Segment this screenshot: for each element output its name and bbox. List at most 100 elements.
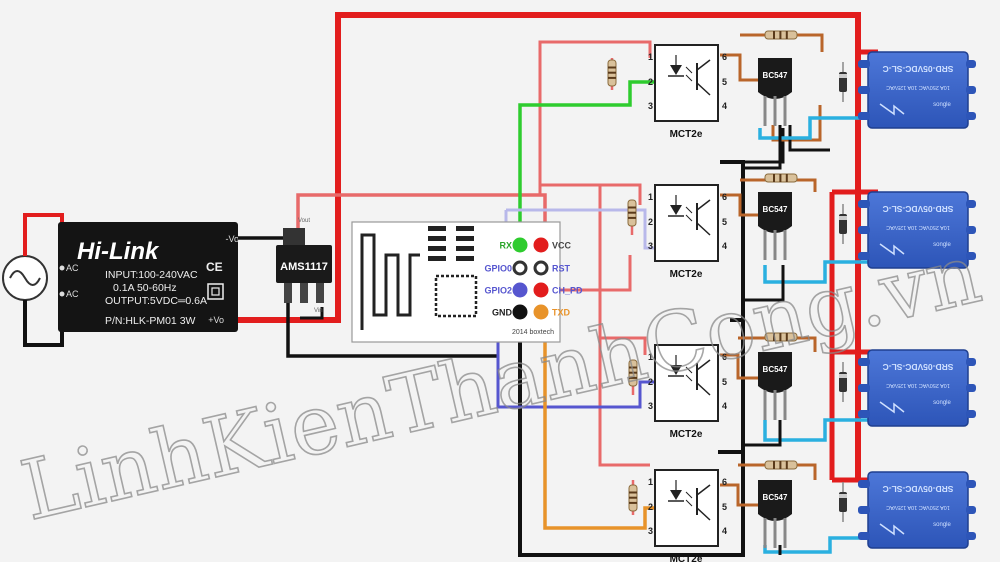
relay-rating: 10A 250VAC 10A 125VAC [886,504,950,510]
opto-pin-1: 1 [648,192,653,202]
esp-pin-txd [533,304,549,320]
opto-pin-5: 5 [722,77,727,87]
opto-pin-2: 2 [648,502,653,512]
esp-pin-gpio0 [512,260,528,276]
hi-link-input-spec: INPUT:100-240VAC [105,269,198,281]
transistor-label: BC547 [763,365,788,374]
input-resistor-2 [627,199,637,227]
hi-link-output-spec: OUTPUT:5VDC═0.6A [105,295,207,307]
hi-link-freq-spec: 0.1A 50-60Hz [113,282,177,294]
esp-pin-label-gnd: GND [492,308,513,318]
opto-pin-1: 1 [648,352,653,362]
opto-pin-3: 3 [648,101,653,111]
relay-brand: songle [933,400,951,406]
esp-pin-label-gpio2: GPIO2 [484,286,512,296]
opto-pin-2: 2 [648,77,653,87]
hi-link-model: P/N:HLK-PM01 3W [105,315,196,327]
relay-3: SRD-05VDC-SL-C 10A 250VAC 10A 125VAC songl… [858,349,976,427]
double-insulation-icon [207,283,224,300]
esp-pin-ch_pd [533,282,549,298]
relay-model: SRD-05VDC-SL-C [883,362,954,372]
esp-pin-label-gpio0: GPIO0 [484,264,512,274]
relay-model: SRD-05VDC-SL-C [883,64,954,74]
opto-pin-5: 5 [722,377,727,387]
relay-rating: 10A 250VAC 10A 125VAC [886,84,950,90]
base-resistor-2 [764,173,798,183]
flyback-diode-3 [839,362,847,402]
input-resistor-3 [628,359,638,387]
transistor-bc547-2: BC547 [758,192,792,260]
esp-pin-vcc [533,237,549,253]
base-resistor-3 [764,332,798,342]
opto-label: MCT2e [670,269,703,280]
opto-pin-4: 4 [722,241,727,251]
hi-link-pos-pin: +Vo [208,315,224,325]
relay-brand: songle [933,242,951,248]
opto-pin-4: 4 [722,401,727,411]
regulator-vin-pin: Vin [314,308,323,314]
relay-rating: 10A 250VAC 10A 125VAC [886,224,950,230]
hi-link-brand: Hi-Link [77,238,160,265]
relay-1: SRD-05VDC-SL-C 10A 250VAC 10A 125VAC songl… [858,51,976,129]
esp-pin-label-rx: RX [499,241,512,251]
ce-mark: CE [206,260,223,274]
transistor-bc547-3: BC547 [758,352,792,420]
regulator-label: AMS1117 [280,261,328,273]
opto-pin-6: 6 [722,477,727,487]
opto-label: MCT2e [670,429,703,440]
wires [238,12,878,557]
hi-link-power-module: Hi-Link AC AC INPUT:100-240VAC 0.1A 50-6… [58,222,239,332]
opto-pin-5: 5 [722,217,727,227]
opto-pin-2: 2 [648,217,653,227]
hi-link-ac-pin-2: AC [66,289,79,299]
esp-pin-label-ch-pd: CH_PD [552,286,583,296]
esp01-module [351,221,561,343]
flyback-diode-4 [839,482,847,522]
opto-pin-6: 6 [722,52,727,62]
regulator-vout-pin: Vout [298,218,310,224]
relay-2: SRD-05VDC-SL-C 10A 250VAC 10A 125VAC songl… [858,191,976,269]
opto-label: MCT2e [670,129,703,140]
relay-rating: 10A 250VAC 10A 125VAC [886,382,950,388]
transistor-label: BC547 [763,71,788,80]
opto-pin-6: 6 [722,352,727,362]
opto-label: MCT2e [670,554,703,562]
opto-pin-3: 3 [648,526,653,536]
flyback-diode-2 [839,204,847,244]
opto-pin-3: 3 [648,401,653,411]
esp-pin-rx [512,237,528,253]
opto-pin-1: 1 [648,477,653,487]
esp-pin-rst [533,260,549,276]
esp-pin-label-vcc: VCC [552,241,572,251]
hi-link-ac-pin-1: AC [66,263,79,273]
opto-pin-1: 1 [648,52,653,62]
opto-pin-3: 3 [648,241,653,251]
esp-pin-gnd [512,304,528,320]
relay-brand: songle [933,522,951,528]
base-resistor-4 [764,460,798,470]
relay-model: SRD-05VDC-SL-C [883,484,954,494]
ams1117-regulator: AMS1117 Vout Vin [276,218,332,314]
opto-pin-4: 4 [722,526,727,536]
transistor-bc547-4: BC547 [758,480,792,548]
input-resistor-1 [607,59,617,87]
transistor-label: BC547 [763,205,788,214]
opto-pin-6: 6 [722,192,727,202]
relay-brand: songle [933,102,951,108]
esp-pin-gpio2 [512,282,528,298]
base-resistor-1 [764,30,798,40]
relay-model: SRD-05VDC-SL-C [883,204,954,214]
opto-pin-4: 4 [722,101,727,111]
input-resistor-4 [628,484,638,512]
opto-pin-5: 5 [722,502,727,512]
ac-source [2,255,48,301]
esp01-footer: 2014 boxtech [512,329,554,336]
flyback-diode-1 [839,62,847,102]
hi-link-neg-pin: -Vo [225,234,239,244]
